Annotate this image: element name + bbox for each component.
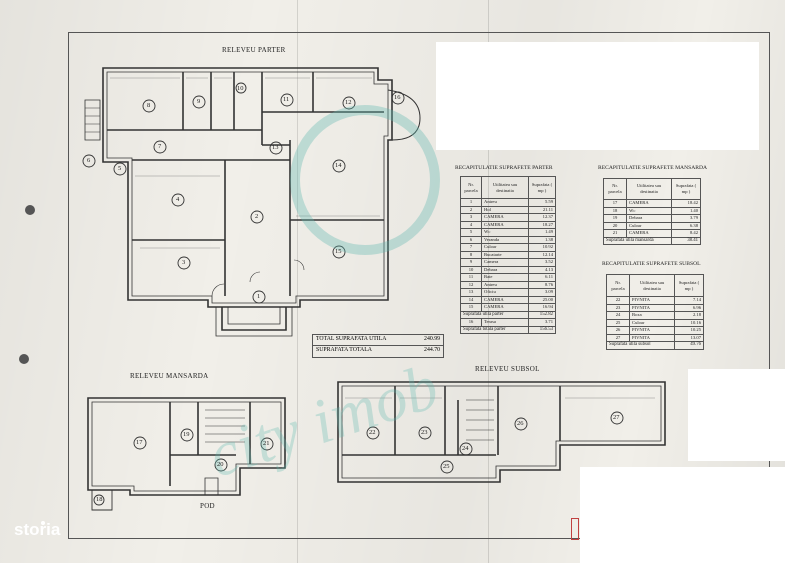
stamp-mark [571,518,579,540]
subsol-title: RELEVEU SUBSOL [475,365,540,373]
logo-dot [41,521,45,525]
totals-legend: TOTAL SUPRAFATA UTILA 240.99 SUPRAFATA T… [312,334,444,358]
parter-title: RELEVEU PARTER [222,46,286,54]
total-utila-label: TOTAL SUPRAFATA UTILA [316,336,387,342]
parter-table-title: RECAPITULATIE SUPRAFETE PARTER [455,165,553,171]
mansarda-title: RELEVEU MANSARDA [130,372,209,380]
redaction-box [436,42,759,150]
mansarda-table-title: RECAPITULATIE SUPRAFETE MANSARDA [598,165,708,171]
redaction-box [580,467,785,563]
pod-label: POD [200,502,215,510]
mansarda-recap-table: Nr. parcela Utilitatea sau destinatia Su… [603,178,701,245]
drawing-frame [68,32,770,539]
total-totala-label: SUPRAFATA TOTALA [316,347,372,353]
storia-logo: storia [14,520,61,539]
total-totala-value: 244.70 [424,347,440,353]
subsol-recap-table: Nr. parcela Utilitatea sau destinatia Su… [606,274,704,350]
subsol-table-title: RECAPITULATIE SUPRAFETE SUBSOL [602,261,701,267]
parter-recap-table: Nr. parcela Utilitatea sau destinatia Su… [460,176,556,334]
total-utila-value: 240.99 [424,336,440,342]
binder-hole [19,354,29,364]
redaction-box [688,369,785,461]
binder-hole [25,205,35,215]
